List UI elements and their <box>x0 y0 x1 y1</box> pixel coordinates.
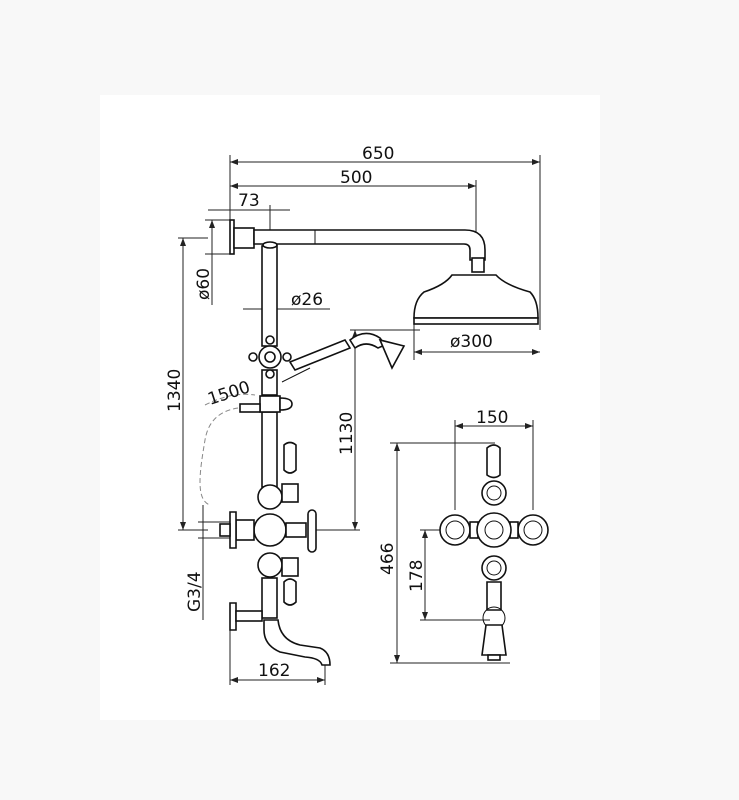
hose-1500: 1500 <box>199 377 263 506</box>
dim-466: 466 <box>378 442 510 664</box>
dim-label-466: 466 <box>378 543 398 575</box>
dim-26: ø26 <box>243 290 330 310</box>
dim-g34: G3/4 <box>185 505 232 620</box>
dim-1340: 1340 <box>165 237 208 531</box>
dim-650: 650 <box>229 144 541 330</box>
bath-spout <box>229 577 331 666</box>
dim-1130: 1130 <box>315 329 420 531</box>
diverter-handle <box>248 335 292 379</box>
dim-label-178: 178 <box>407 560 427 592</box>
dim-60: ø60 <box>194 219 232 305</box>
dim-label-26: ø26 <box>291 290 323 310</box>
dim-label-1340: 1340 <box>165 369 185 412</box>
dim-300: ø300 <box>413 320 540 360</box>
thermostatic-mixer-side <box>219 441 317 606</box>
hand-shower <box>281 332 406 383</box>
dim-500: 500 <box>230 168 477 255</box>
dim-150: 150 <box>454 408 534 510</box>
dim-label-500: 500 <box>340 168 372 188</box>
dim-label-650: 650 <box>362 144 394 164</box>
dim-162: 162 <box>229 630 326 685</box>
shower-arm <box>229 219 486 273</box>
shower-head <box>413 274 539 325</box>
hose-connector <box>239 395 293 413</box>
dim-label-300: ø300 <box>450 332 493 352</box>
dim-label-150: 150 <box>476 408 508 428</box>
mixer-front-view <box>439 444 549 661</box>
dim-label-g34: G3/4 <box>185 571 205 612</box>
dim-label-162: 162 <box>258 661 290 681</box>
riser-pipe <box>261 241 278 488</box>
dim-label-1130: 1130 <box>337 412 357 455</box>
dim-label-73: 73 <box>238 191 260 211</box>
dim-73: 73 <box>208 191 290 240</box>
dim-label-60: ø60 <box>194 268 214 300</box>
